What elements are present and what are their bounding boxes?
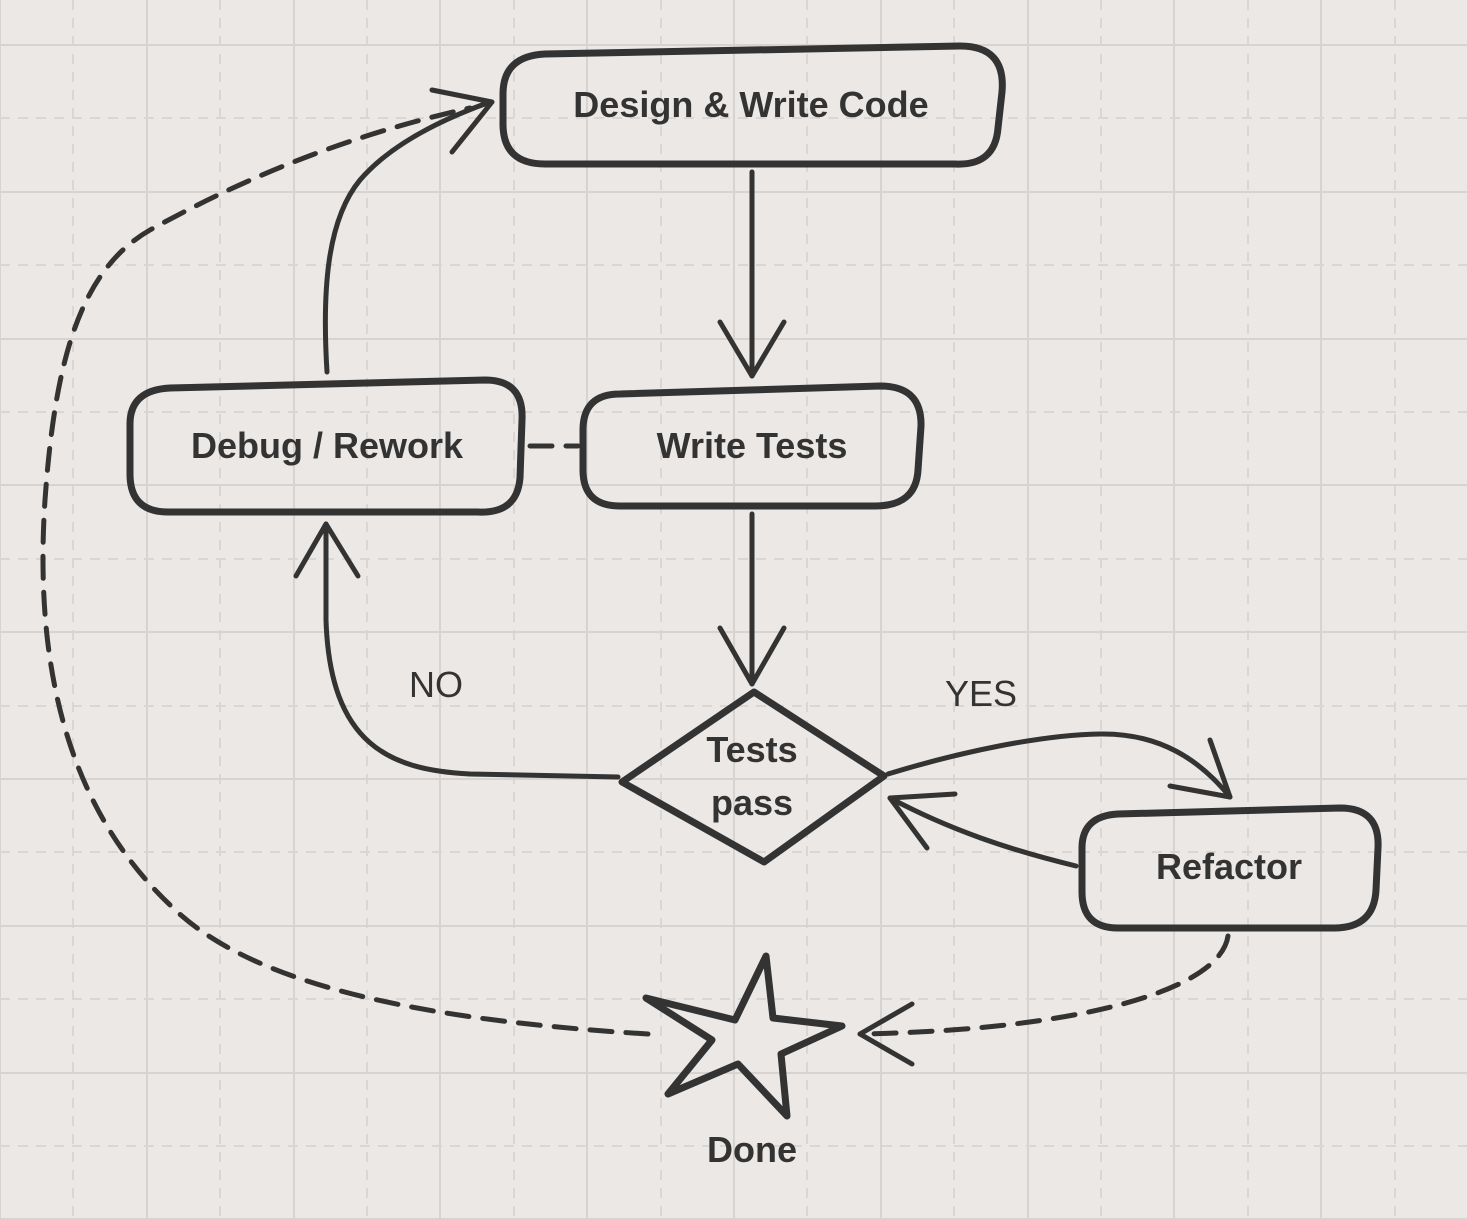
edge-refactor-to-tests-pass — [887, 795, 1079, 869]
arrowhead-tests-pass — [717, 625, 787, 687]
node-write-tests-label: Write Tests — [657, 425, 848, 466]
node-debug-shape — [126, 376, 526, 516]
node-tests-pass-label-line2: pass — [711, 782, 793, 823]
node-refactor-shape — [1078, 804, 1382, 932]
node-debug-label: Debug / Rework — [191, 425, 464, 466]
arrowhead-design — [429, 87, 495, 155]
edges — [40, 87, 1233, 1067]
node-debug-rework[interactable]: Debug / Rework — [126, 376, 526, 516]
node-design-label: Design & Write Code — [573, 84, 928, 125]
edge-refactor-to-done — [857, 933, 1231, 1037]
node-design-write-code[interactable]: Design & Write Code — [499, 42, 1006, 168]
node-tests-pass-shape — [618, 688, 888, 866]
edge-label-no: NO — [409, 664, 463, 705]
arrowhead-debug — [293, 521, 361, 579]
edge-tests-pass-to-refactor — [885, 731, 1233, 800]
arrowhead-done — [857, 1001, 915, 1067]
node-done[interactable]: Done — [642, 952, 846, 1170]
done-star-icon — [642, 952, 846, 1120]
edge-debug-to-design — [322, 99, 493, 375]
node-refactor[interactable]: Refactor — [1078, 804, 1382, 932]
arrowhead-tests-pass-return — [887, 791, 958, 851]
arrowhead-write-tests — [717, 319, 787, 379]
node-write-tests[interactable]: Write Tests — [579, 382, 925, 510]
node-tests-pass[interactable]: Tests pass — [618, 688, 888, 866]
edge-done-to-design — [40, 105, 651, 1037]
edge-label-yes: YES — [945, 673, 1017, 714]
edge-tests-pass-to-debug — [323, 521, 621, 780]
node-design-shape — [499, 42, 1006, 168]
arrowhead-refactor — [1167, 737, 1233, 800]
node-done-label: Done — [707, 1129, 797, 1170]
node-tests-pass-label-line1: Tests — [706, 729, 797, 770]
node-write-tests-shape — [579, 382, 925, 510]
node-refactor-label: Refactor — [1156, 846, 1302, 887]
